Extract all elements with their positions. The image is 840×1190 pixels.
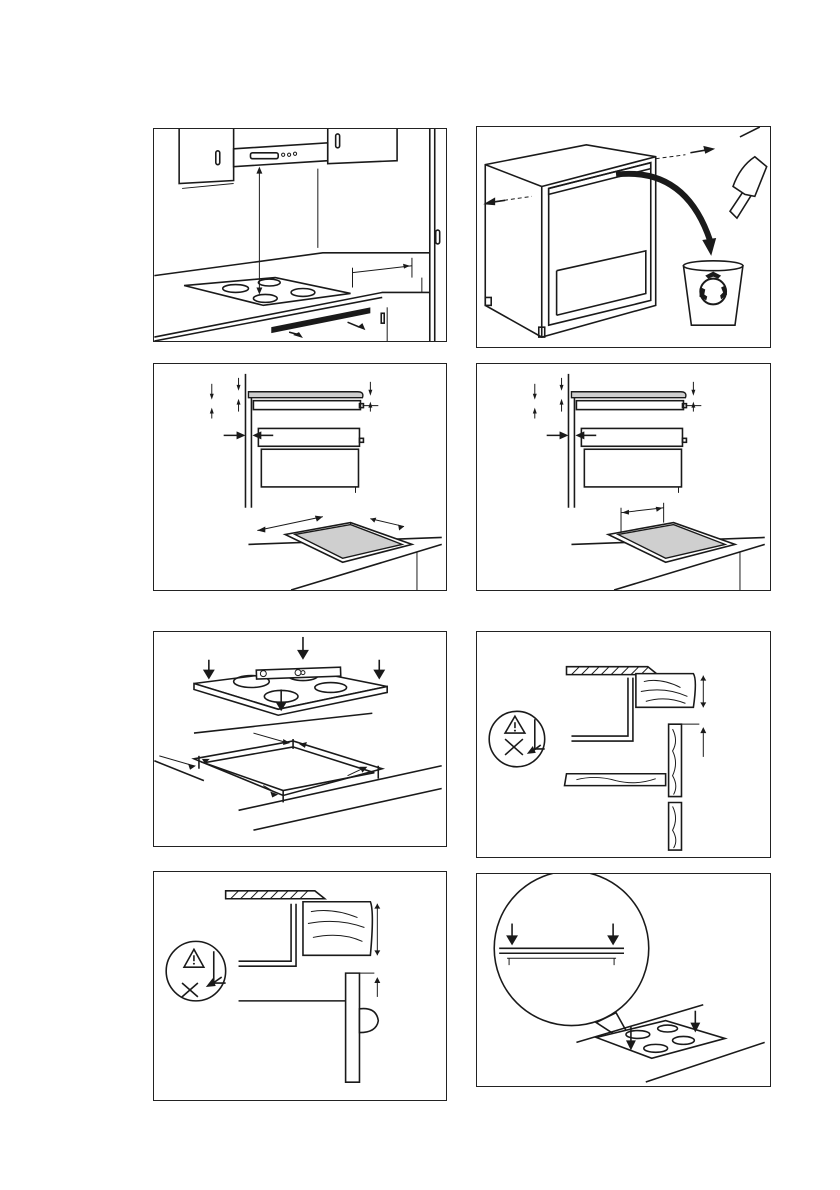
hood-clearance-drawing [154, 129, 446, 341]
place-hob-drawing [154, 632, 446, 846]
cutout-a-drawing [154, 364, 446, 590]
figure-cutout-dimensions-a [153, 363, 447, 591]
figure-seal-door [153, 871, 447, 1101]
figure-hood-clearance [153, 128, 447, 342]
seal-door-drawing [154, 872, 446, 1100]
figure-cutout-dimensions-b [476, 363, 771, 591]
figure-remove-rail [476, 126, 771, 348]
cutout-b-drawing [477, 364, 770, 590]
press-hob-drawing [477, 874, 770, 1086]
figure-place-hob [153, 631, 447, 847]
seal-drawer-drawing [477, 632, 770, 857]
figure-press-hob [476, 873, 771, 1087]
figure-seal-drawer [476, 631, 771, 858]
remove-rail-drawing [477, 127, 770, 347]
